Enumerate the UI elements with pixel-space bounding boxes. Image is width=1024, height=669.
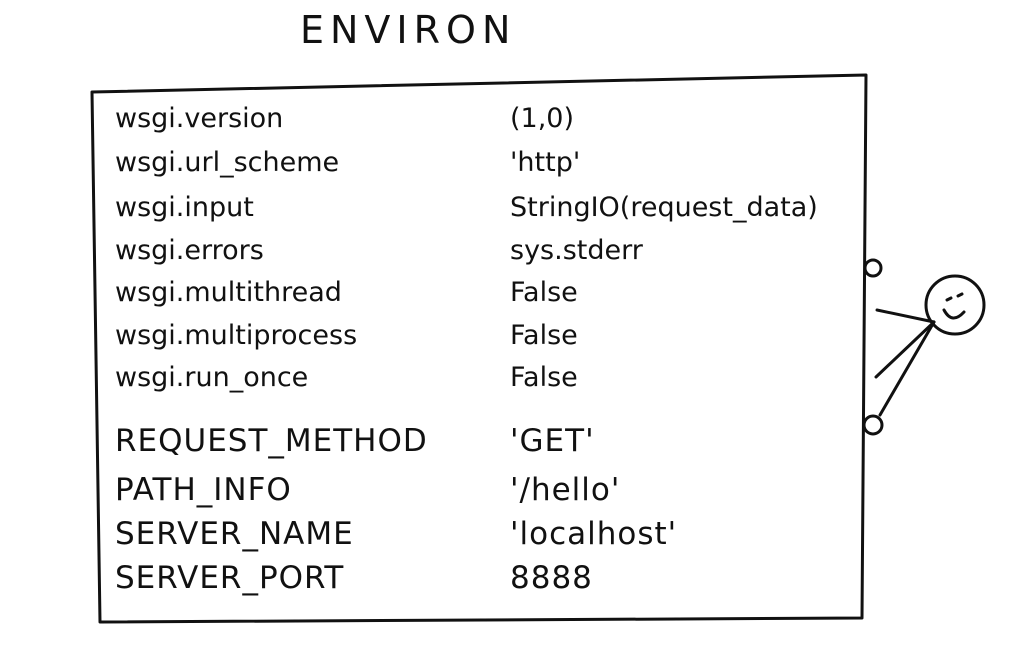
entry-key: wsgi.errors [115,235,264,266]
entry-key: REQUEST_METHOD [115,423,428,459]
entry-value: False [510,320,578,351]
entry-key: wsgi.version [115,103,284,134]
entry-value: 8888 [510,560,593,596]
entry-value: 'http' [510,147,581,178]
entry-value: (1,0) [510,103,575,134]
environ-box [90,73,868,624]
entry-value: sys.stderr [510,235,643,266]
entry-value: False [510,277,578,308]
entry-value: False [510,362,578,393]
entry-key: SERVER_PORT [115,560,345,596]
entry-key: wsgi.input [115,192,254,223]
entry-key: SERVER_NAME [115,516,354,552]
entry-value: StringIO(request_data) [510,192,818,223]
stick-figure-icon [874,274,986,417]
entry-key: wsgi.multithread [115,277,342,308]
bottom-hinge-icon [862,414,884,436]
entry-key: wsgi.run_once [115,362,309,393]
entry-key: PATH_INFO [115,472,292,508]
entry-value: 'localhost' [510,516,678,552]
entry-key: wsgi.multiprocess [115,320,358,351]
entry-value: 'GET' [510,423,595,459]
entry-key: wsgi.url_scheme [115,147,340,178]
entry-value: '/hello' [510,472,621,508]
diagram-title: ENVIRON [300,8,517,52]
top-hinge-icon [863,258,883,278]
